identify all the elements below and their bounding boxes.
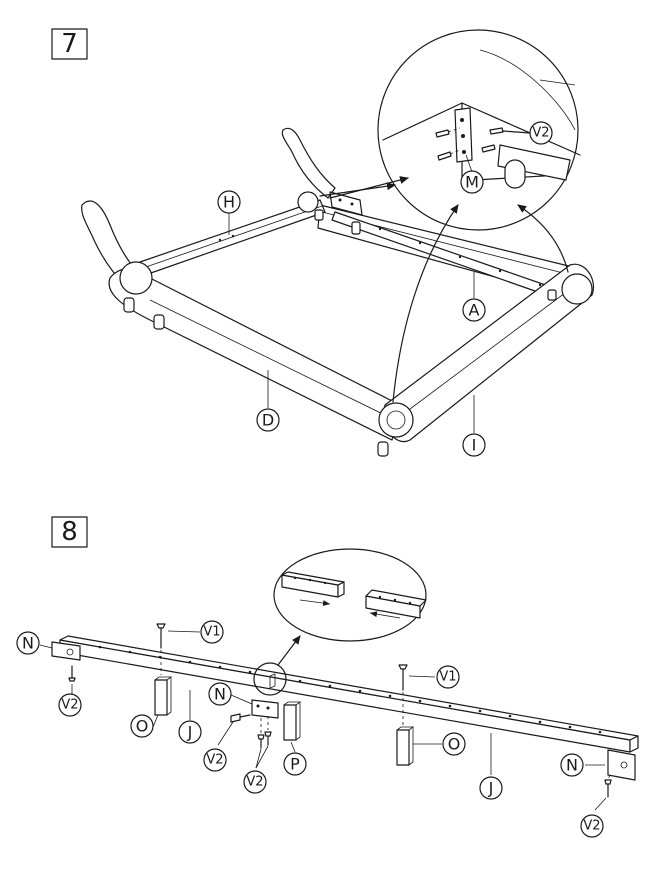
- svg-text:J: J: [187, 723, 193, 742]
- push-arrow-right: [299, 599, 331, 607]
- label-v1-left: V1: [200, 620, 224, 644]
- svg-text:H: H: [223, 193, 235, 212]
- leader-lines-step8: [39, 630, 607, 811]
- foot-block-detail: [497, 144, 571, 189]
- side-rail-d: [108, 267, 401, 441]
- svg-text:N: N: [566, 756, 578, 775]
- right-curved-rail: [281, 127, 336, 199]
- leg: [377, 441, 389, 457]
- svg-text:P: P: [290, 755, 300, 774]
- joint-detail-magnifier: [273, 548, 427, 642]
- rail-j-holes: [98, 645, 602, 734]
- step-7-number: 7: [61, 29, 78, 59]
- leg-cylinder: [504, 159, 526, 189]
- bracket-m-detail: [454, 107, 473, 163]
- label-n-middle: N: [208, 682, 232, 706]
- bracket-n-right: [607, 749, 636, 781]
- corner-joint-back: [297, 191, 319, 213]
- label-o-right: O: [442, 732, 466, 756]
- svg-text:V2: V2: [532, 126, 549, 141]
- leg-o-right: [396, 726, 415, 766]
- label-j-left: J: [178, 720, 202, 744]
- bracket-n-middle: [251, 699, 279, 719]
- svg-text:M: M: [465, 173, 479, 192]
- svg-text:V2: V2: [206, 753, 223, 768]
- label-n-right: N: [560, 753, 584, 777]
- svg-text:N: N: [214, 685, 226, 704]
- leg: [547, 289, 557, 301]
- svg-text:J: J: [488, 779, 494, 798]
- svg-text:V1: V1: [439, 670, 456, 685]
- svg-text:V2: V2: [583, 819, 600, 834]
- joint-highlight: [253, 662, 287, 696]
- label-h: H: [217, 190, 241, 214]
- corner-bracket-m: [329, 191, 363, 216]
- svg-text:V2: V2: [246, 775, 263, 790]
- callout-arrows: [319, 176, 569, 403]
- end-cap-right: [561, 273, 593, 305]
- leg: [351, 221, 361, 235]
- label-v2-left: V2: [58, 693, 82, 717]
- rail-end-left-detail: [281, 571, 345, 598]
- svg-text:V2: V2: [61, 698, 78, 713]
- rail-end-right-detail: [365, 589, 427, 619]
- leader-lines-step7: [228, 154, 475, 433]
- legs: [123, 209, 557, 457]
- svg-text:D: D: [262, 411, 274, 430]
- rail-j-assembly: [59, 635, 639, 753]
- label-i: I: [462, 433, 486, 457]
- screw-v1-left: [156, 623, 166, 675]
- end-cap-left: [119, 261, 153, 295]
- leg-p: [283, 701, 302, 741]
- push-arrow-left: [369, 611, 401, 619]
- label-j-right: J: [479, 776, 503, 800]
- label-o-left: O: [130, 714, 154, 738]
- svg-text:O: O: [136, 717, 149, 736]
- bed-frame-diagram: [81, 127, 594, 457]
- screw-v2-right: [604, 774, 612, 798]
- label-v1-right: V1: [436, 665, 460, 689]
- leg: [314, 209, 324, 221]
- svg-text:V1: V1: [203, 625, 220, 640]
- label-v2-middle: V2: [203, 748, 227, 772]
- screw-v1-right: [398, 664, 408, 725]
- screws-v2-detail: [435, 127, 504, 161]
- label-d: D: [256, 408, 280, 432]
- label-m: M: [460, 170, 484, 194]
- screws-v2-middle: [230, 713, 272, 749]
- step-7-number-box: 7: [51, 28, 88, 60]
- screw-v2-left: [68, 665, 76, 682]
- label-a: A: [462, 298, 486, 322]
- svg-text:I: I: [472, 436, 477, 455]
- label-n-left: N: [16, 631, 40, 655]
- label-v2-step7: V2: [529, 121, 553, 145]
- end-cap-front: [378, 402, 414, 438]
- leg: [123, 297, 135, 313]
- step-8-number: 8: [61, 517, 78, 547]
- leg: [153, 314, 165, 330]
- bracket-n-left: [51, 641, 81, 661]
- joint-arrow: [277, 635, 301, 666]
- svg-text:A: A: [469, 301, 480, 320]
- step-8: 8: [16, 516, 639, 838]
- label-v2-right: V2: [580, 814, 604, 838]
- leg-o-left: [154, 676, 173, 716]
- svg-text:O: O: [448, 735, 461, 754]
- svg-text:N: N: [22, 634, 34, 653]
- rail-holes: [378, 227, 542, 287]
- label-v2-middle-screws: V2: [243, 770, 267, 794]
- label-p: P: [283, 752, 307, 776]
- step-8-number-box: 8: [51, 516, 88, 548]
- step-7: 7: [51, 28, 594, 457]
